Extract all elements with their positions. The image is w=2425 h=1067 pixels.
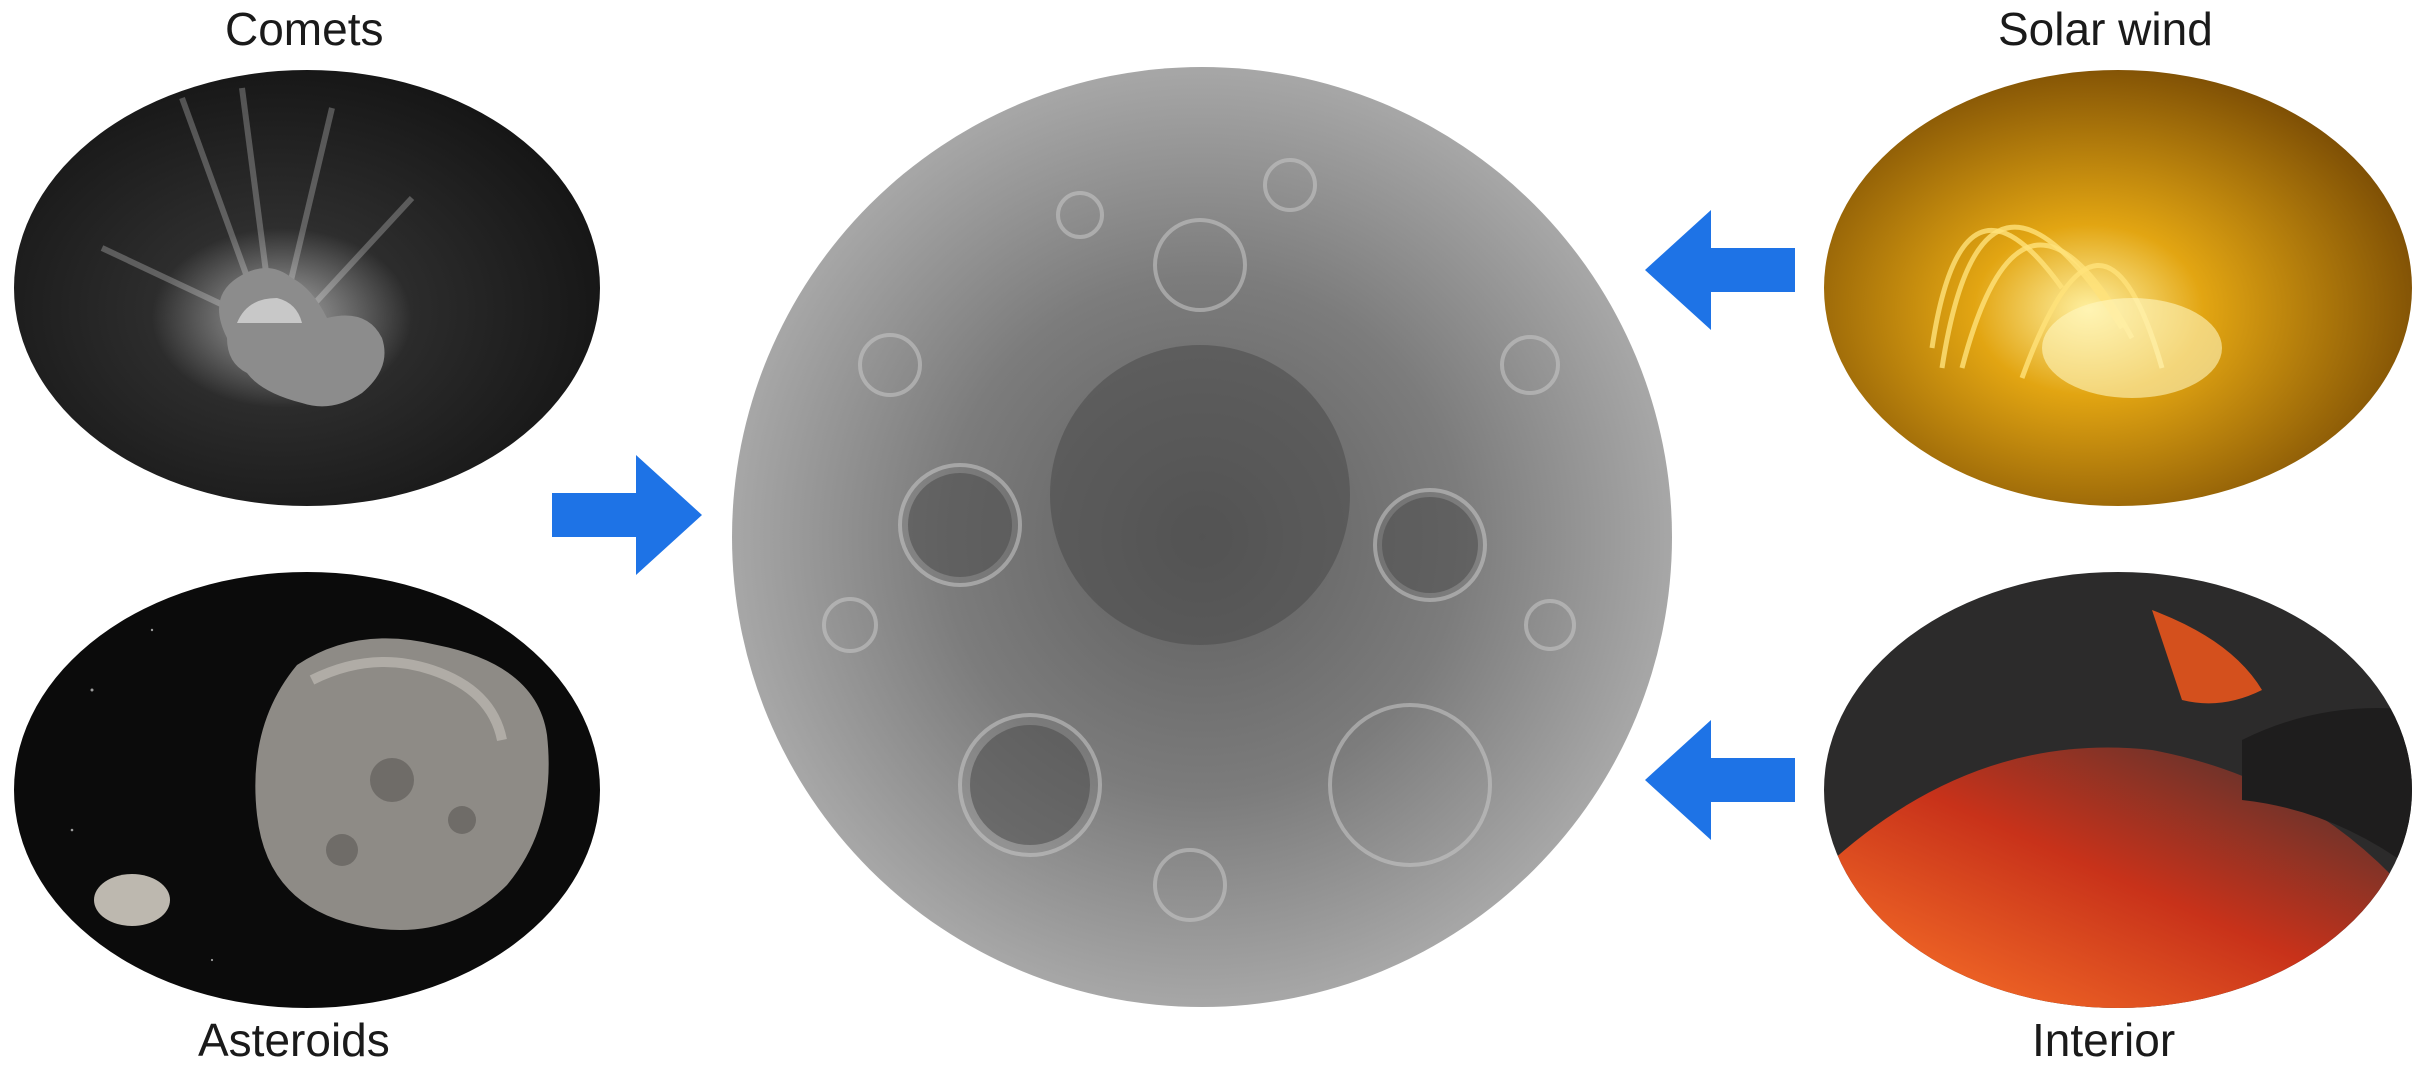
asteroid-image [12, 570, 602, 1010]
solar-wind-label: Solar wind [1998, 2, 2213, 56]
moon-image [730, 65, 1675, 1010]
comets-label: Comets [225, 2, 383, 56]
interior-label: Interior [2032, 1013, 2175, 1067]
comet-image [12, 68, 602, 508]
arrow-left-icon-bottom [1645, 720, 1795, 845]
arrow-right-icon [552, 455, 702, 580]
interior-image [1822, 570, 2414, 1010]
solar-wind-image [1822, 68, 2414, 508]
arrow-left-icon-top [1645, 210, 1795, 335]
asteroids-label: Asteroids [198, 1013, 390, 1067]
